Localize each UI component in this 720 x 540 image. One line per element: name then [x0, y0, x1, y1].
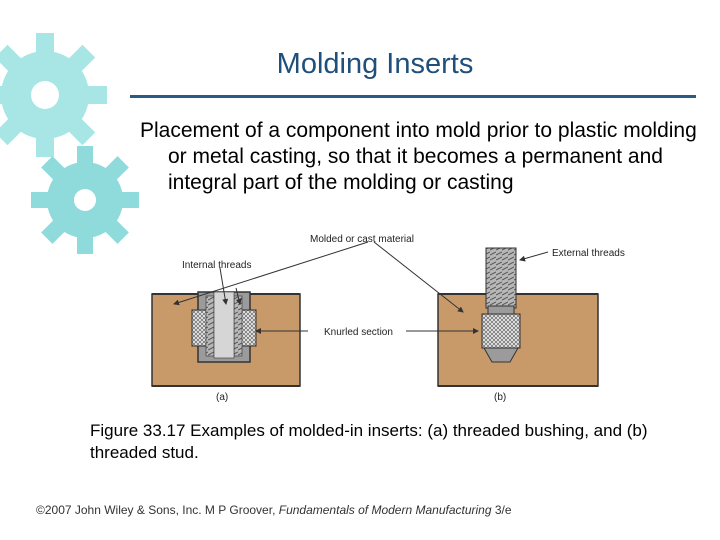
slide-title: Molding Inserts: [276, 48, 474, 80]
gear-icon: [31, 146, 139, 254]
material-block-b: [437, 293, 599, 387]
label-internal-threads: Internal threads: [182, 260, 252, 271]
footer-book-title: Fundamentals of Modern Manufacturing: [278, 503, 492, 517]
footer-suffix: 3/e: [491, 503, 512, 517]
footer-citation: ©2007 John Wiley & Sons, Inc. M P Groove…: [36, 503, 656, 517]
threaded-bushing: [191, 291, 257, 363]
label-part-b: (b): [494, 392, 506, 403]
title-divider: [130, 95, 696, 98]
gear-decoration: [0, 33, 139, 254]
label-part-a: (a): [216, 392, 228, 403]
figure-caption: Figure 33.17 Examples of molded‑in inser…: [90, 421, 648, 462]
label-molded-material: Molded or cast material: [310, 234, 414, 245]
label-external-threads: External threads: [552, 248, 625, 259]
gear-icon: [0, 33, 107, 157]
threaded-stud: [481, 247, 521, 363]
footer-prefix: ©2007 John Wiley & Sons, Inc. M P Groove…: [36, 503, 279, 517]
bullet-text: Placement of a component into mold prior…: [140, 119, 697, 194]
leader-lines: [173, 241, 549, 334]
inserts-figure: Molded or cast material Internal threads…: [151, 234, 625, 403]
label-knurled-section: Knurled section: [324, 327, 393, 338]
